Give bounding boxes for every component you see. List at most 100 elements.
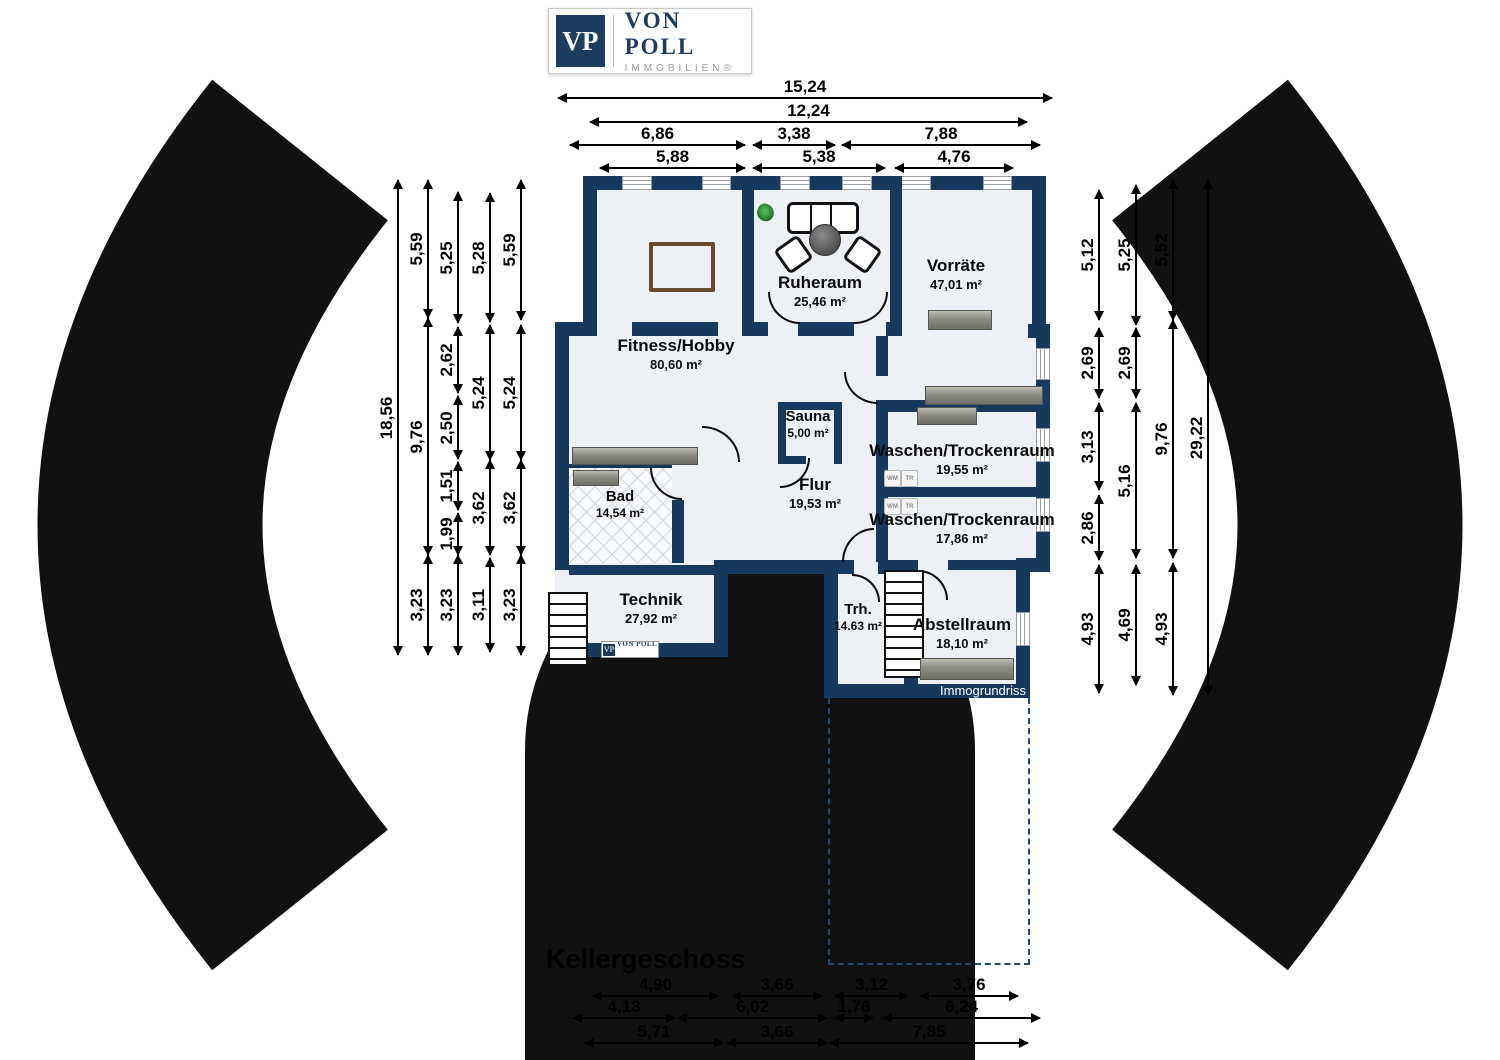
dim-vertical: 29,22 [1187,179,1213,696]
dim-horizontal: 12,24 [589,101,1028,127]
dim-vertical: 4,69 [1115,564,1141,686]
wall [834,402,842,464]
dryer: TR [901,498,918,515]
dim-horizontal: 3,66 [726,1022,828,1048]
dim-horizontal: 3,66 [731,975,823,1001]
dim-vertical: 5,16 [1115,402,1141,559]
dim-vertical: 3,23 [500,554,526,656]
dim-horizontal: 6,24 [882,997,1041,1023]
dim-vertical: 2,86 [1078,494,1104,561]
exterior-staircase [548,592,588,666]
dim-horizontal: 4,90 [592,975,719,1001]
dim-horizontal: 6,86 [569,124,746,150]
logo-divider [612,15,614,67]
wall [583,176,597,336]
dim-horizontal: 4,76 [894,147,1014,173]
window [983,176,1012,190]
dim-vertical: 5,28 [469,192,495,323]
dim-vertical: 5,59 [500,179,526,321]
shelf [920,658,1014,680]
immogrundriss-watermark: Immogrundriss [940,683,1026,698]
wall [569,464,672,468]
wall [890,176,902,336]
dim-vertical: 2,69 [1115,327,1141,399]
wall [948,560,1016,570]
dim-vertical: 1,99 [437,512,463,556]
washing-machine: WM [884,470,901,487]
vonpoll-mini-logo: VP VON POLL IMMOBILIEN [601,641,659,658]
dim-horizontal: 3,12 [834,975,909,1001]
dim-vertical: 3,23 [437,554,463,656]
wall [1016,646,1030,698]
bathroom-tiles [569,468,672,563]
wall [778,402,786,464]
wall [569,565,714,575]
wall [1016,560,1030,612]
window [1036,498,1050,532]
dim-horizontal: 3,38 [752,124,836,150]
wall [714,563,728,657]
dim-vertical: 5,52 [1152,179,1178,321]
dim-vertical: 9,76 [407,317,433,556]
dim-horizontal: 4,13 [572,997,676,1023]
dim-vertical: 3,62 [469,459,495,556]
wall [672,500,684,563]
dim-vertical: 5,24 [469,324,495,461]
dim-vertical: 2,69 [1078,327,1104,399]
dim-horizontal: 6,02 [677,997,828,1023]
dashed-outline [828,698,1030,965]
dim-vertical: 18,56 [377,179,403,656]
dim-horizontal: 5,38 [752,147,886,173]
dim-vertical: 2,62 [437,326,463,394]
wall [583,176,1046,190]
wall [1032,176,1046,336]
wall [824,560,838,698]
dim-horizontal: 1,76 [834,997,874,1023]
window [702,176,731,190]
bench [572,447,698,465]
window [901,176,931,190]
window [1036,348,1050,380]
dim-vertical: 3,23 [407,554,433,656]
dim-vertical: 4,93 [1078,564,1104,694]
vp-monogram-icon: VP [603,643,615,656]
shelf [573,470,619,486]
wall [754,322,768,336]
window [1016,612,1030,646]
wall [632,322,718,336]
wall [888,487,1036,497]
dim-horizontal: 7,88 [841,124,1041,150]
dim-vertical: 5,12 [1078,189,1104,321]
dim-horizontal: 5,71 [584,1022,724,1048]
floor-title: Kellergeschoss [546,944,746,974]
vonpoll-logo: VP VON POLL IMMOBILIEN® [548,8,752,74]
round-table [809,224,841,256]
shelf [917,407,977,425]
wall [824,684,1030,698]
wall [555,322,569,570]
dim-horizontal: 15,24 [557,77,1053,103]
shelf [925,386,1043,405]
dim-vertical: 4,93 [1152,562,1178,696]
dim-horizontal: 3,76 [919,975,1019,1001]
dim-vertical: 2,50 [437,395,463,460]
dim-vertical: 1,51 [437,461,463,511]
dim-vertical: 5,25 [437,191,463,324]
dim-vertical: 5,59 [407,179,433,319]
brand-name: VON POLL [624,8,696,59]
wall [742,176,754,336]
room-label-treppenhaus: Trh.14.63 m² [833,601,883,633]
dim-horizontal: 7,85 [829,1022,1029,1048]
wall [778,402,842,410]
dim-vertical: 3,13 [1078,402,1104,491]
